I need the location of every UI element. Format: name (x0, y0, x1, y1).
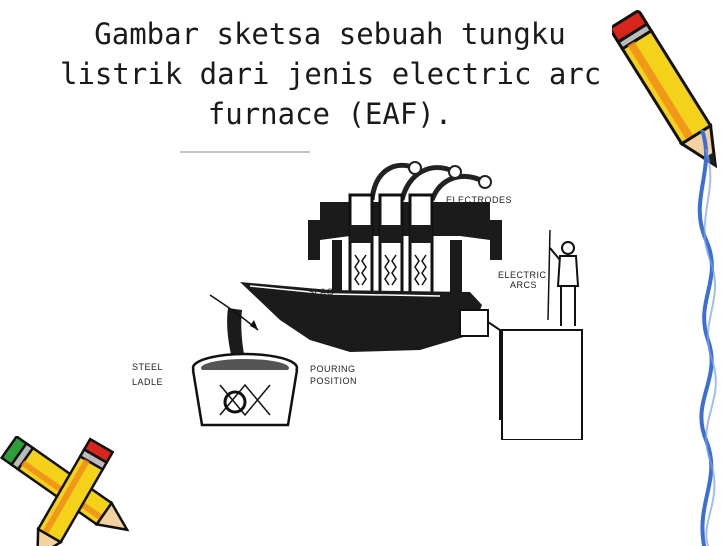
title-line-1: Gambar sketsa sebuah tungku (94, 17, 566, 51)
platform (501, 329, 583, 440)
label-ladle: LADLE (132, 377, 163, 387)
label-electric: ELECTRIC (498, 270, 547, 280)
label-pouring: POURING (310, 364, 356, 374)
electrodes (348, 193, 434, 297)
squiggle-line (697, 130, 717, 546)
title-line-2: listrik dari jenis electric arc (60, 57, 602, 91)
crossed-pencils-icon (0, 436, 130, 546)
metal-surface (249, 285, 441, 297)
title-line-3: furnace (EAF). (207, 97, 453, 131)
label-electrodes: ELECTRODES (446, 195, 512, 205)
label-slag: SLAG (308, 287, 334, 297)
slide-title: Gambar sketsa sebuah tungku listrik dari… (60, 14, 602, 134)
label-arcs: ARCS (510, 280, 537, 290)
steel-ladle (191, 352, 299, 427)
operator-figure (547, 229, 580, 326)
furnace-vessel (240, 282, 482, 352)
label-steel: STEEL (132, 362, 163, 372)
electric-arcs (354, 254, 427, 286)
label-position: POSITION (310, 376, 357, 386)
eaf-diagram: ELECTRODES ELECTRIC ARCS SLAG STEEL LADL… (132, 151, 583, 440)
